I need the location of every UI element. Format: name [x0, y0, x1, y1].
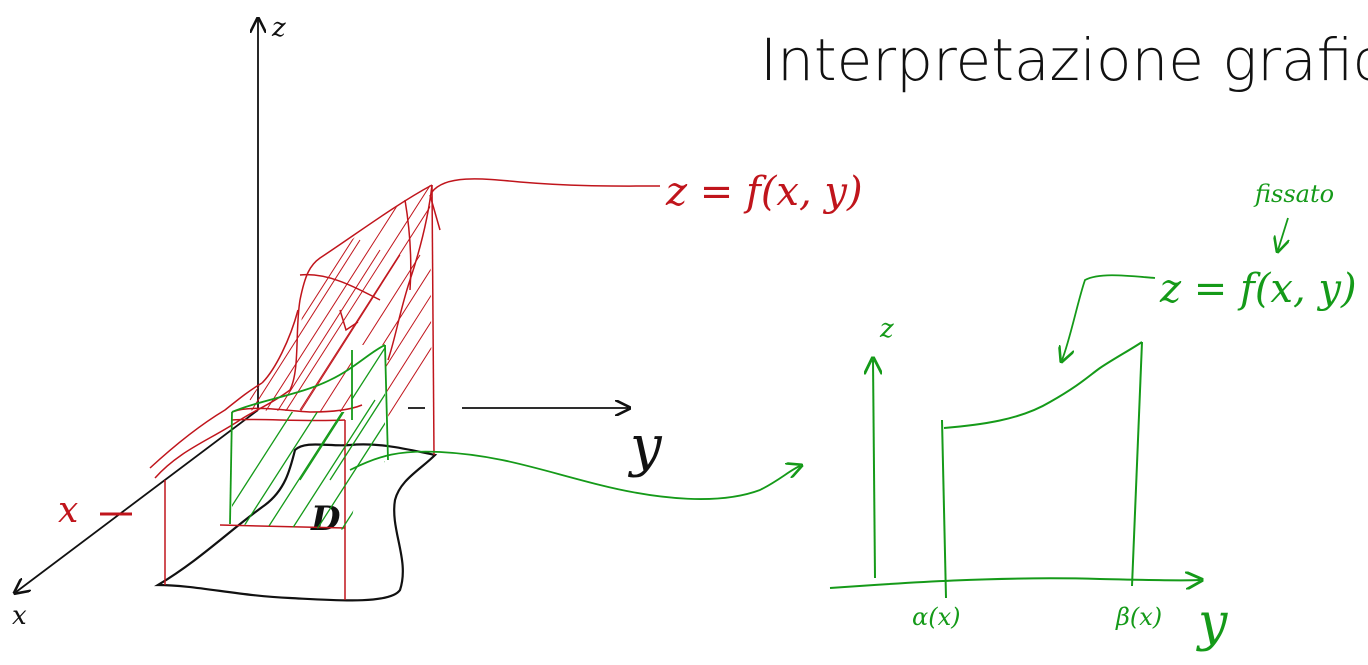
x-axis-label: x: [12, 601, 27, 631]
domain-label: D: [310, 499, 341, 539]
right-y-axis-label: y: [1196, 593, 1228, 653]
alpha-label: α(x): [912, 603, 960, 631]
right-2d-figure: y z α(x) β(x) z = f(x, y) fissato: [829, 180, 1357, 653]
beta-vertical: [1131, 341, 1143, 587]
surface-leader: [431, 178, 661, 193]
beta-label: β(x): [1115, 603, 1162, 631]
page-title: Interpretazione grafica: [760, 26, 1368, 94]
right-z-axis-label: z: [879, 314, 894, 344]
curve-leader: [1062, 274, 1156, 360]
y-axis-label: y: [627, 414, 663, 479]
right-z-axis: [873, 360, 875, 579]
section-arrow: [349, 450, 800, 500]
x-marker-label: x: [58, 490, 78, 531]
x-axis: [16, 409, 259, 592]
cross-section: [229, 344, 389, 525]
section-curve: [943, 341, 1143, 429]
fixed-note: fissato: [1253, 180, 1334, 208]
alpha-vertical: [941, 419, 947, 599]
right-y-axis: [829, 578, 1200, 588]
z-axis-label: z: [271, 13, 286, 43]
surface-boundary: [149, 184, 441, 600]
left-3d-figure: z y x x D: [12, 13, 863, 631]
domain-region: [154, 443, 438, 602]
curve-label: z = f(x, y): [1159, 266, 1357, 312]
fixed-note-arrow: [1278, 217, 1288, 250]
surface-hatching: [235, 185, 432, 455]
surface-label: z = f(x, y): [665, 169, 863, 215]
